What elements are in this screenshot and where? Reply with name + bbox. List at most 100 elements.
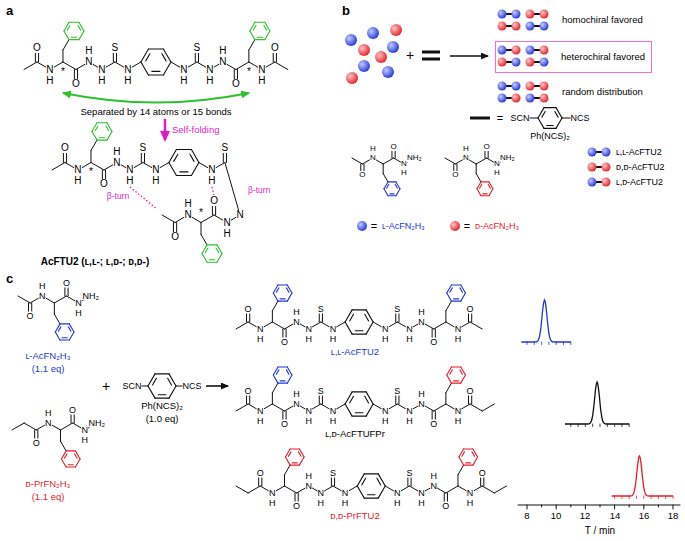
- atom-label: H: [257, 334, 264, 343]
- benzene-ring: [461, 367, 466, 375]
- single-bond: [394, 158, 401, 162]
- benzene-ring: [148, 48, 163, 49]
- benzene-ring: [350, 396, 354, 403]
- double-bond: [286, 411, 287, 420]
- d-monomer-ball: [512, 46, 521, 55]
- equals-sign: =: [497, 113, 503, 124]
- benzene-ring: [64, 22, 69, 31]
- single-bond: [199, 163, 208, 168]
- benzene-ring: [209, 259, 214, 260]
- benzene-ring: [146, 54, 150, 61]
- axis-tick-label: 8: [524, 511, 529, 521]
- single-bond: [474, 486, 482, 491]
- single-bond: [425, 488, 430, 491]
- single-bond: [476, 158, 486, 164]
- benzene-ring: [450, 370, 453, 374]
- axis-title: T / min: [585, 526, 615, 536]
- benzene-ring: [75, 459, 80, 467]
- benzene-ring: [366, 322, 373, 334]
- d-monomer-ball: [512, 22, 521, 31]
- benzene-ring: [255, 39, 265, 40]
- trace-tick: [570, 342, 571, 345]
- benzene-ring: [396, 182, 400, 189]
- double-bond: [468, 313, 469, 322]
- benzene-ring: [202, 245, 207, 254]
- double-bond: [468, 395, 469, 404]
- single-bond: [383, 164, 384, 174]
- axis-tick: [585, 505, 586, 509]
- benzene-ring: [273, 375, 278, 383]
- atom-label: NH₂: [89, 419, 106, 428]
- benzene-ring: [286, 370, 289, 374]
- benzene-ring: [141, 62, 149, 75]
- benzene-ring: [459, 449, 464, 457]
- benzene-ring: [257, 37, 262, 38]
- benzene-ring: [79, 22, 84, 31]
- atom-label: N: [75, 299, 82, 308]
- trace-tick: [527, 342, 528, 345]
- benzene-ring: [287, 293, 292, 301]
- benzene-ring: [285, 457, 290, 465]
- benzene-ring: [67, 25, 70, 30]
- benzene-ring: [447, 375, 452, 383]
- benzene-ring: [55, 324, 60, 332]
- d-monomer-ball: [390, 24, 402, 36]
- l-monomer-ball: [526, 94, 535, 103]
- benzene-ring: [362, 478, 366, 485]
- atom-label: H: [382, 334, 389, 343]
- single-bond: [373, 404, 381, 409]
- atom-label: N: [46, 65, 53, 75]
- atom-label: O: [27, 312, 34, 321]
- benzene-ring: [191, 150, 199, 163]
- d-monomer-ball: [540, 94, 549, 103]
- atom-label: O: [245, 304, 252, 313]
- benzene-ring: [345, 404, 352, 416]
- atom-label: N: [401, 160, 407, 168]
- single-bond: [54, 314, 60, 324]
- benzene-ring: [459, 457, 464, 465]
- atom-label: S: [112, 43, 119, 53]
- equivalents: (1.1 eq): [32, 364, 65, 374]
- annotation: β-turn: [248, 186, 270, 195]
- single-bond: [284, 406, 292, 411]
- atom-label: H: [305, 334, 312, 343]
- single-bond: [284, 324, 292, 329]
- single-bond: [434, 322, 446, 329]
- single-bond: [30, 298, 38, 303]
- benzene-ring: [480, 184, 482, 188]
- single-bond: [106, 62, 115, 67]
- double-bond: [74, 70, 75, 80]
- benzene-ring: [299, 452, 302, 456]
- benzene-ring: [388, 181, 396, 182]
- atom-label: N: [293, 400, 300, 409]
- atom-label: H: [126, 176, 133, 186]
- single-bond: [214, 215, 223, 220]
- benzene-ring: [447, 285, 452, 293]
- benzene-ring: [75, 451, 80, 459]
- single-bond: [470, 322, 482, 329]
- benzene-ring: [481, 181, 489, 182]
- single-bond: [52, 163, 65, 171]
- single-bond: [171, 62, 180, 67]
- atom-label: H: [342, 498, 349, 507]
- double-bond: [319, 395, 320, 404]
- trace-tick: [673, 496, 674, 499]
- atom-label: H: [39, 282, 46, 291]
- atom-label: S: [318, 386, 324, 395]
- atom-label: N: [81, 426, 88, 435]
- double-bond: [480, 477, 481, 486]
- single-bond: [397, 322, 405, 327]
- l-monomer-ball: [387, 41, 399, 53]
- legend-text: ʟ,ᴅ-AcFTU2: [616, 178, 663, 187]
- atom-label: N: [257, 325, 264, 334]
- atom-label: H: [257, 416, 264, 425]
- atom-label: H: [293, 308, 300, 317]
- benzene-ring: [350, 314, 354, 321]
- benzene-ring: [352, 416, 366, 417]
- atom-label: H: [418, 308, 425, 317]
- atom-label: NCS: [570, 114, 589, 123]
- benzene-ring: [466, 462, 471, 463]
- atom-label: O: [479, 468, 486, 477]
- atom-label: N: [124, 65, 131, 75]
- atom-label: N: [467, 489, 474, 498]
